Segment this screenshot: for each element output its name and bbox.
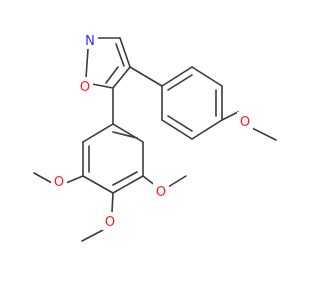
bond-ar2-ar3 — [191, 66, 223, 87]
molecule-drawing: N O O O O O — [33, 31, 277, 242]
bond-c3-c4-inner — [115, 43, 125, 67]
isoxazole-nitrogen-label: N — [85, 34, 95, 49]
bond-b4-o — [111, 192, 114, 213]
para-lower-methoxy-oxygen-label: O — [105, 215, 115, 230]
bond-b1-b2 — [82, 123, 114, 143]
bond-c4-c5-double — [105, 66, 119, 84]
bond-o-ch3-lower — [81, 229, 104, 242]
bond-c4-c5 — [112, 66, 131, 89]
bond-b3-o — [65, 175, 84, 184]
bond-ar5-ar6 — [161, 119, 193, 140]
bond-ar1-ar2-inner — [167, 74, 193, 91]
bond-ar-o — [221, 111, 239, 121]
bond-c3-c4 — [119, 37, 131, 68]
bond-b6-b1 — [112, 123, 144, 143]
bond-o-ch3-left — [33, 172, 53, 184]
para-methoxy-oxygen-label: O — [240, 115, 250, 130]
bond-lines — [33, 37, 277, 242]
atom-label-methoxy-para: O — [237, 112, 253, 130]
atom-label-ring-oxygen: O — [77, 77, 93, 95]
meta-left-methoxy-oxygen-label: O — [54, 175, 64, 190]
bond-o-ch3 — [251, 127, 277, 141]
meta-right-methoxy-oxygen-label: O — [156, 185, 166, 200]
atom-label-nitrogen: N — [82, 31, 98, 49]
isoxazole-oxygen-label: O — [80, 80, 90, 95]
bond-c5-o1 — [91, 83, 114, 89]
atom-label-methoxy-lower: O — [102, 212, 118, 230]
atom-label-methoxy-left: O — [51, 172, 67, 190]
bond-o-ch3-right — [167, 175, 187, 188]
chemical-structure: N O O O O O — [33, 31, 277, 242]
bond-b4-b5-inner — [112, 171, 138, 186]
bond-o1-n2 — [85, 48, 89, 79]
bond-ar1-ar2 — [161, 66, 193, 87]
bond-b6-b1-inner — [112, 131, 138, 139]
bond-c4-aryl — [129, 66, 163, 87]
bond-ar5-ar6-inner — [167, 115, 193, 132]
bond-ar4-ar5 — [191, 119, 223, 140]
bond-b3-b4 — [82, 175, 114, 194]
atom-label-methoxy-right: O — [153, 182, 169, 200]
bond-b4-b5 — [112, 175, 144, 194]
